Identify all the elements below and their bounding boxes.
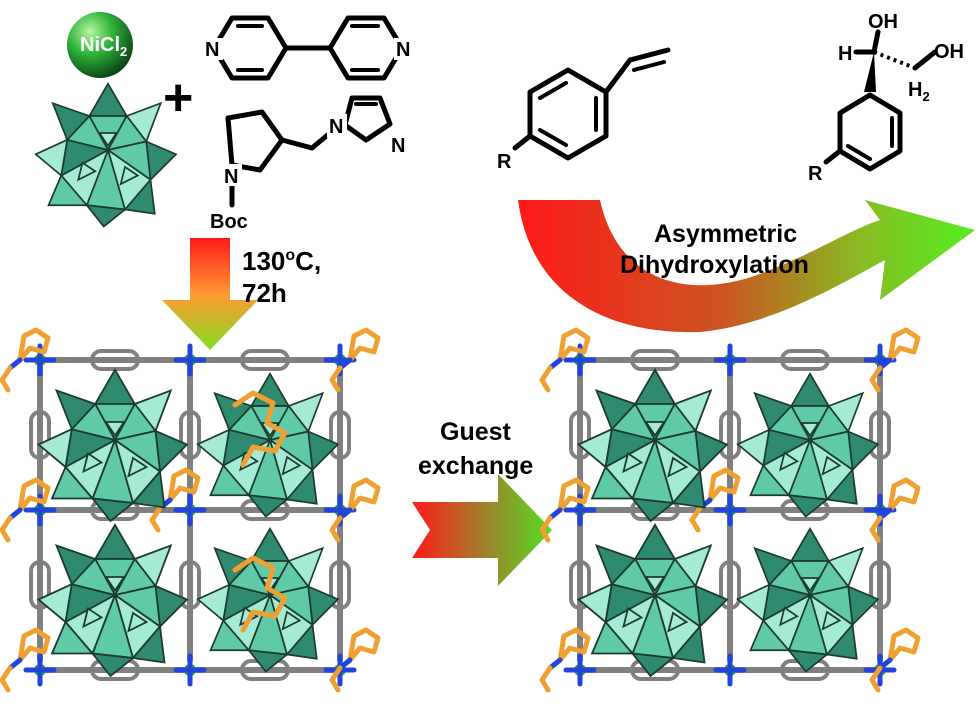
synthesis-arrow-down (162, 238, 258, 350)
svg-text:NiCl2: NiCl2 (80, 34, 127, 59)
atom-n-right: N (396, 39, 410, 61)
atom-n-imidazole-3: N (391, 135, 405, 157)
atom-oh-right: OH (934, 41, 964, 63)
atom-oh-top: OH (868, 11, 898, 33)
guest-exchange-arrow (412, 474, 552, 586)
atom-r-diol: R (808, 163, 823, 185)
bipyridine-molecule: N N (203, 15, 414, 81)
atom-boc: Boc (210, 211, 248, 233)
atom-n-left: N (205, 39, 219, 61)
plus-sign: + (163, 69, 193, 127)
diol-product-molecule: OH OH H H2 R (808, 11, 964, 185)
step-asymmetric-line1: Asymmetric (654, 220, 797, 248)
nicl2-label: NiCl (80, 34, 120, 56)
framework-as-synthesized (2, 330, 378, 690)
atom-n-pyrrolidine: N (224, 166, 238, 188)
nicl2-subscript: 2 (120, 44, 127, 59)
atom-n-imidazole-1: N (329, 116, 343, 138)
nickel-chloride-sphere: NiCl2 (67, 12, 133, 78)
atom-h: H (838, 43, 852, 65)
atom-h2: H2 (908, 79, 930, 104)
polyoxometalate-reagent (34, 82, 177, 228)
styrene-molecule: R (497, 47, 671, 173)
step-guest-line2: exchange (418, 452, 533, 480)
step-asymmetric-line2: Dihydroxylation (620, 251, 809, 279)
boc-pyrrolidine-imidazole-molecule: N N N Boc (210, 95, 409, 233)
condition-temperature: 130oC, (242, 246, 321, 276)
atom-r-styrene: R (497, 151, 512, 173)
framework-after-exchange (542, 330, 918, 690)
condition-time: 72h (242, 278, 287, 308)
step-guest-line1: Guest (440, 418, 512, 446)
dihydroxylation-arrow (518, 200, 975, 333)
